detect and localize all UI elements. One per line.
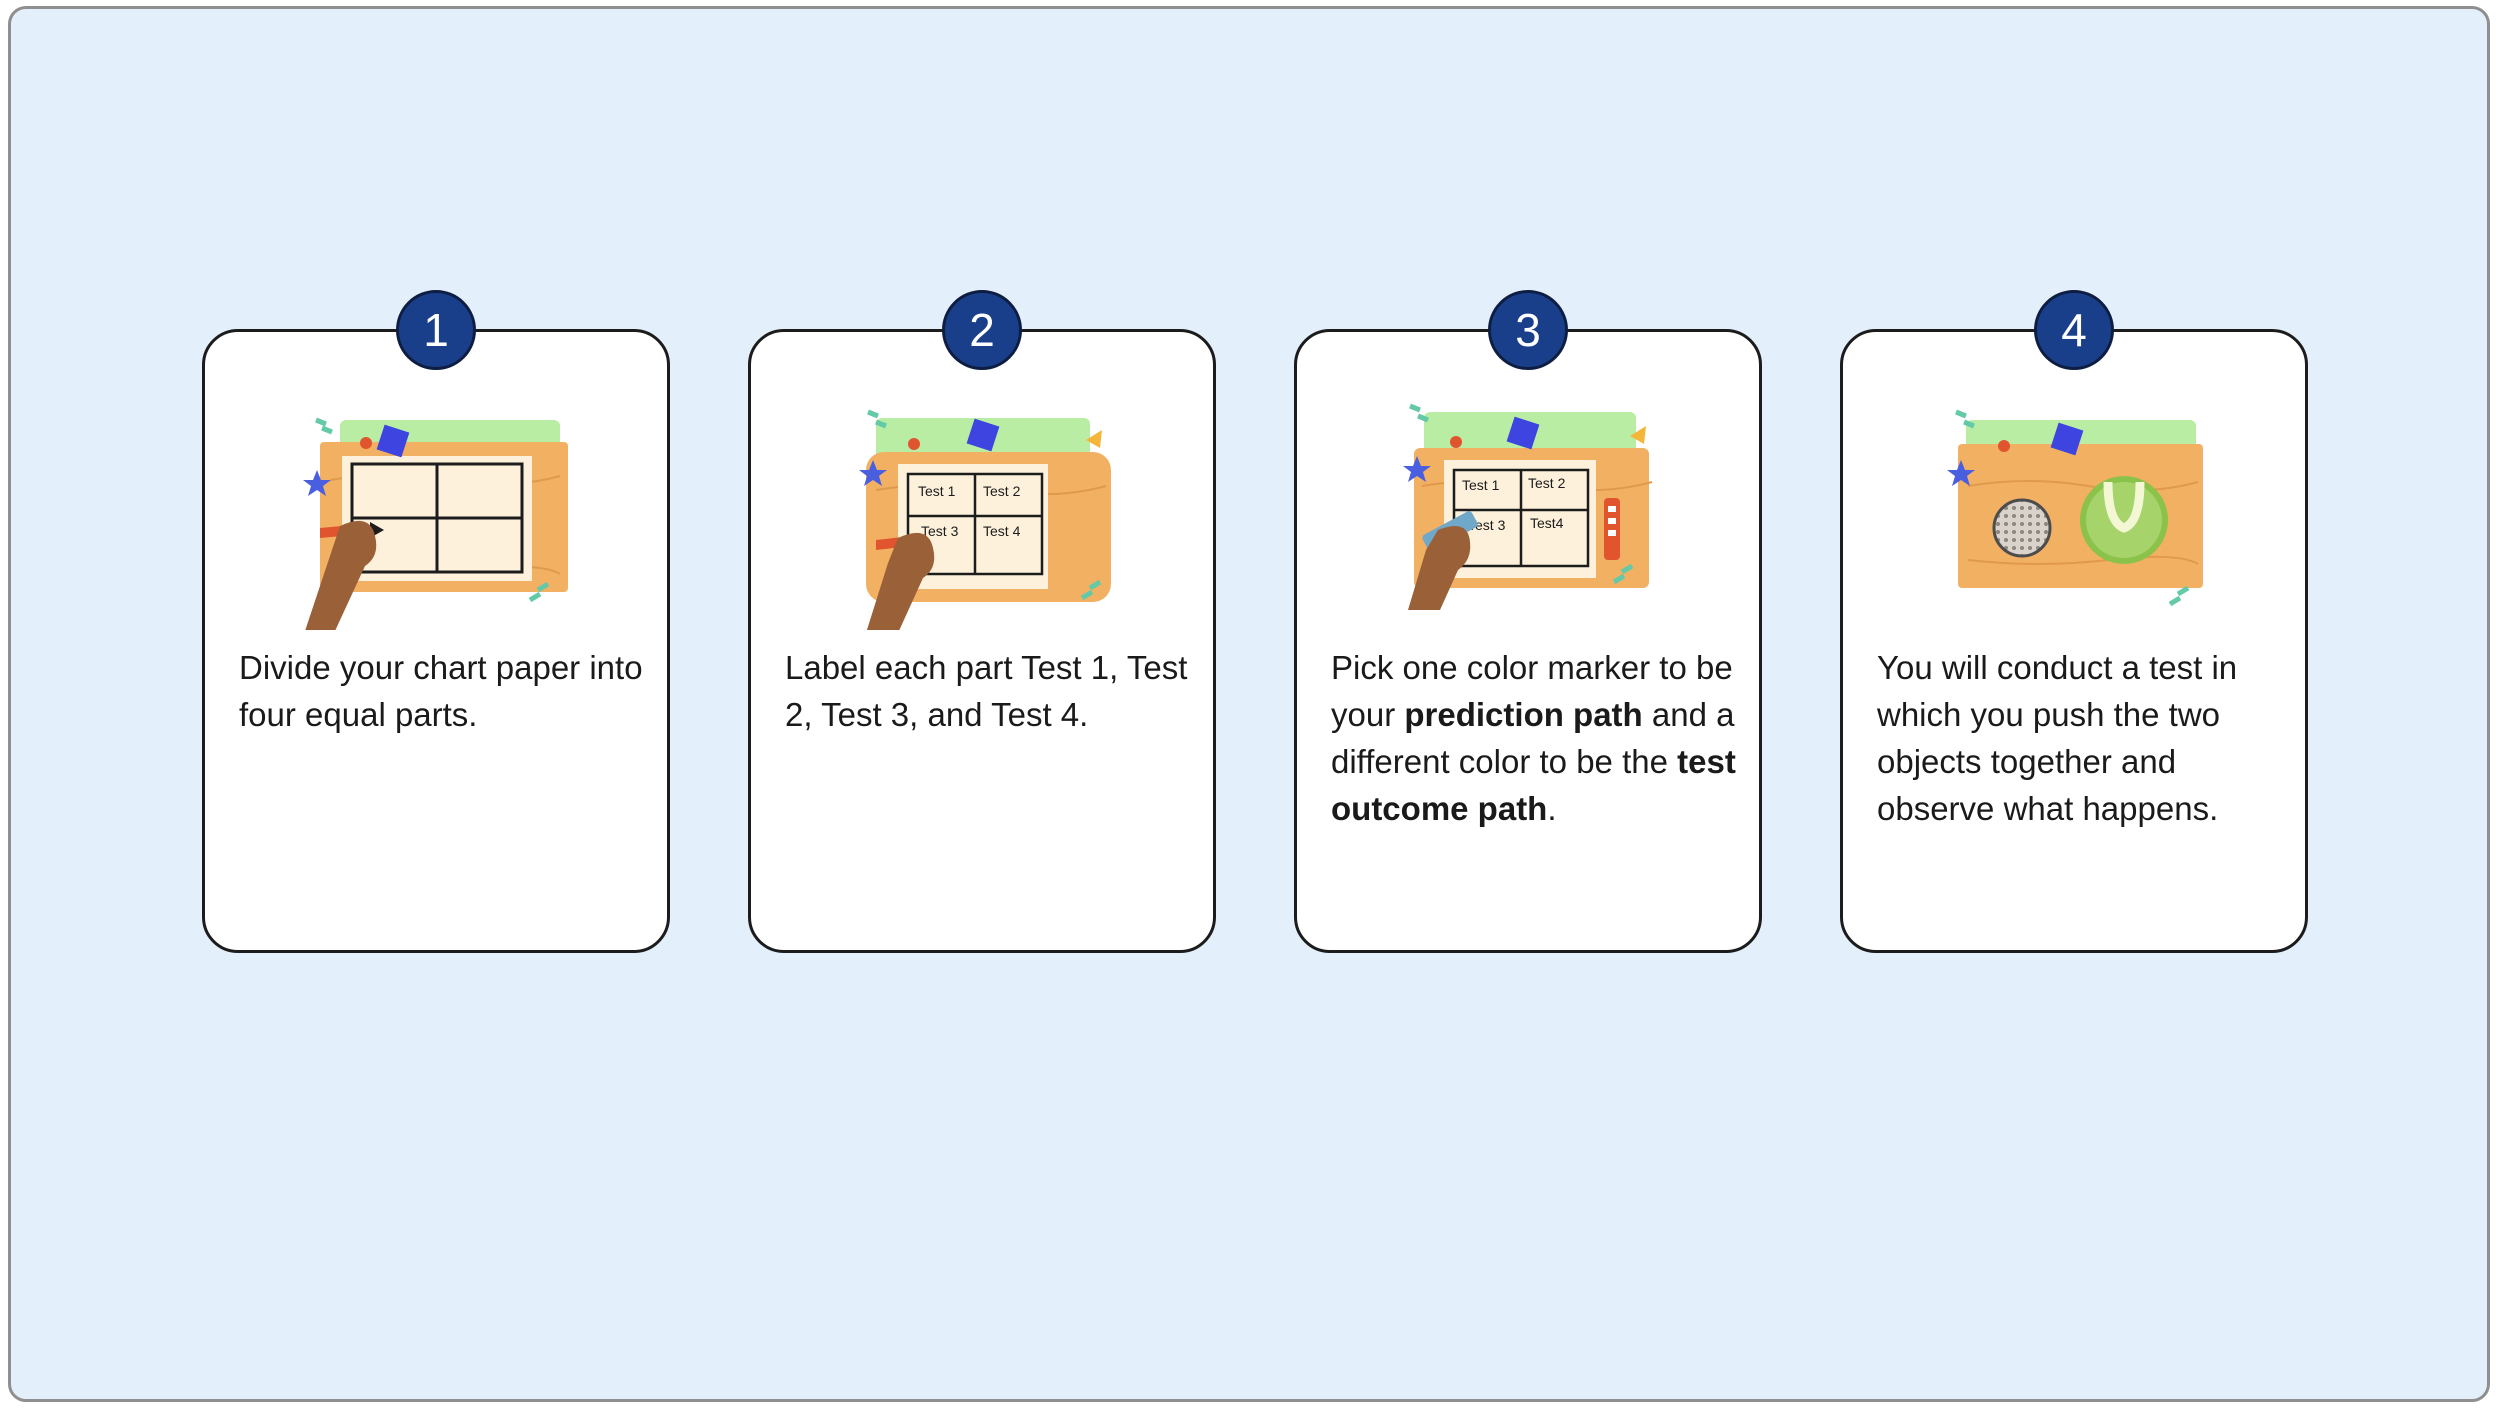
test-outcome-path-term: test outcome path (1331, 743, 1736, 827)
step-instruction: Divide your chart paper into four equal … (239, 644, 649, 738)
step-number-badge: 3 (1488, 290, 1568, 370)
instruction-text: . (1547, 790, 1557, 827)
step-card-4: 4 (1840, 290, 2308, 953)
label-test-4: Test4 (1530, 515, 1564, 531)
label-test-2: Test 2 (983, 483, 1021, 499)
step-card-2: 2 Test 1 Test 2 Test 3 Test 4 (748, 290, 1216, 953)
step-instruction: You will conduct a test in which you pus… (1877, 644, 2287, 832)
instruction-text: Label each part Test 1, Test 2, Test 3, … (785, 649, 1188, 733)
step-instruction: Label each part Test 1, Test 2, Test 3, … (785, 644, 1195, 738)
balls-on-board-graphic (1947, 409, 2203, 607)
prediction-path-term: prediction path (1404, 696, 1643, 733)
step-number-badge: 2 (942, 290, 1022, 370)
label-test-3: Test 3 (921, 523, 959, 539)
instruction-text: You will conduct a test in which you pus… (1877, 649, 2238, 827)
instruction-text: Divide your chart paper into four equal … (239, 649, 643, 733)
labeled-chart-paper-graphic: Test 1 Test 2 Test 3 Test 4 (859, 409, 1111, 630)
step-card-1: 1 Divide your chart p (202, 290, 670, 953)
step-card-3: 3 Test 1 Test 2 Test 3 Test4 (1294, 290, 1762, 953)
label-test-3: Test 3 (1468, 517, 1506, 533)
label-test-1: Test 1 (1462, 477, 1500, 493)
step-instruction: Pick one color marker to be your predict… (1331, 644, 1741, 832)
step-number-badge: 1 (396, 290, 476, 370)
label-test-4: Test 4 (983, 523, 1021, 539)
chart-paper-graphic (303, 417, 568, 630)
golf-ball-and-tennis-ball-illustration (1938, 400, 2208, 630)
instruction-text: Pick one color marker to be your (1331, 649, 1733, 733)
activity-slide: 1 Divide your chart p (8, 6, 2490, 1402)
markers-chart-paper-graphic: Test 1 Test 2 Test 3 Test4 (1403, 403, 1653, 610)
step-number-badge: 4 (2034, 290, 2114, 370)
labeled-chart-paper-illustration: Test 1 Test 2 Test 3 Test 4 (846, 400, 1116, 630)
label-test-2: Test 2 (1528, 475, 1566, 491)
markers-on-chart-paper-illustration: Test 1 Test 2 Test 3 Test4 (1392, 400, 1662, 630)
instruction-text: and a different color to be the (1331, 696, 1735, 780)
label-test-1: Test 1 (918, 483, 956, 499)
divided-chart-paper-illustration (300, 400, 570, 630)
